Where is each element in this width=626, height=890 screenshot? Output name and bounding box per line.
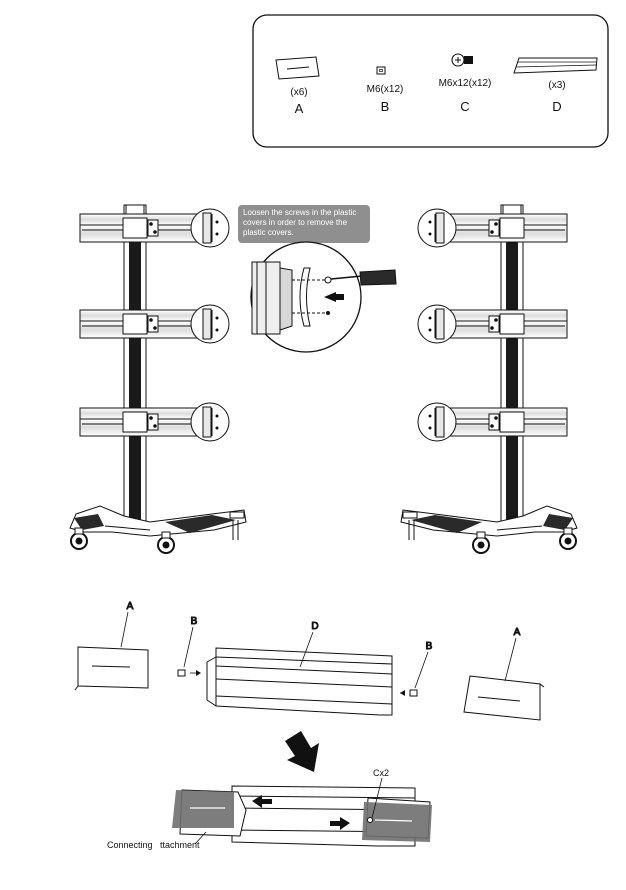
part-c-letter: C [460, 99, 469, 114]
part-a-qty: (x6) [290, 87, 307, 98]
part-b-nut-icon [376, 66, 386, 75]
right-zoom-circle-bottom [417, 402, 457, 442]
left-zoom-circle-bottom [190, 402, 230, 442]
left-zoom-circle-middle [190, 304, 230, 344]
left-zoom-circle-top [190, 208, 230, 248]
left-stand-base [69, 505, 247, 554]
left-plate-a [74, 646, 149, 691]
callout-d-center: D [311, 621, 318, 632]
right-zoom-circle-middle [417, 304, 457, 344]
part-a-letter: A [295, 101, 304, 116]
right-stand-base [400, 505, 578, 554]
left-stand-rail-bottom [79, 407, 206, 437]
part-a-plate-icon [275, 56, 320, 80]
callout-b-left: B [191, 616, 198, 627]
screw-removal-detail [250, 241, 397, 353]
instruction-line-3: plastic covers. [243, 228, 294, 237]
right-zoom-circle-top [417, 208, 457, 248]
parts-list-box: (x6) A M6(x12) B M6x12(x12) C (x3) D [252, 14, 609, 148]
long-rail-d [206, 647, 393, 716]
down-arrow-icon [285, 731, 319, 772]
right-stand [400, 204, 578, 554]
right-stand-rail-bottom [441, 407, 568, 437]
part-d-qty: (x3) [548, 80, 565, 91]
part-d-rail-icon [513, 57, 598, 74]
part-b-letter: B [381, 99, 390, 114]
instruction-note: Loosen the screws in the plastic covers … [238, 205, 370, 243]
right-plate-a [463, 675, 545, 721]
assembled-rail-detail [172, 777, 432, 847]
part-d-letter: D [552, 99, 561, 114]
callout-a-left: A [127, 601, 134, 612]
instruction-line-2: covers in order to remove the [243, 218, 348, 227]
left-stand-rail-middle [79, 309, 206, 339]
screw-count-label: Cx2 [373, 768, 389, 778]
exploded-rail-assembly: A B D B A [74, 601, 545, 721]
callout-b-right: B [426, 641, 433, 652]
left-stand [69, 204, 247, 554]
connecting-attachment-label: Connecting ttachment [107, 840, 200, 850]
left-stand-rail-top [79, 213, 206, 243]
part-c-spec: M6x12(x12) [439, 78, 492, 89]
callout-a-right: A [514, 627, 521, 638]
right-stand-rail-top [441, 213, 568, 243]
instruction-line-1: Loosen the screws in the plastic [243, 208, 356, 217]
part-c-screw-icon [451, 53, 473, 67]
right-stand-rail-middle [441, 309, 568, 339]
part-b-spec: M6(x12) [367, 84, 404, 95]
